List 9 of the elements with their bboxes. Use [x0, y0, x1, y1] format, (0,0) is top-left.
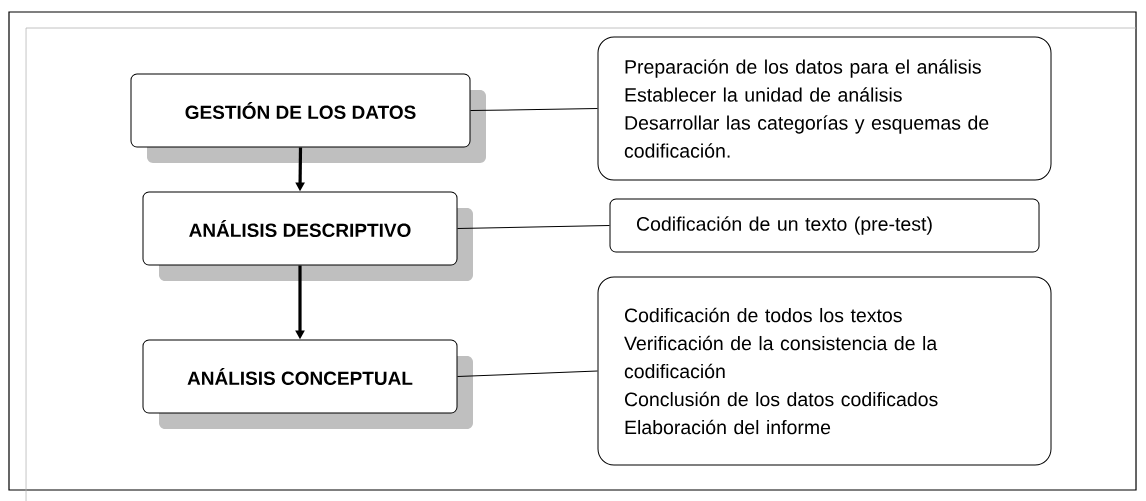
note-box: Preparación de los datos para el análisis Establecer la unidad de análisis Desarrollar las categorías y esquemas de codificación.: [597, 36, 1052, 181]
process-box: ANÁLISIS DESCRIPTIVO: [142, 191, 473, 281]
connector-line: [470, 108, 598, 111]
process-box: ANÁLISIS CONCEPTUAL: [142, 339, 473, 429]
connector-line: [457, 370, 598, 377]
connector-line: [457, 225, 610, 229]
process-box: GESTIÓN DE LOS DATOS: [130, 73, 486, 163]
note-box: Codificación de todos los textos Verificación de la consistencia de la codificación Conclusión de los datos codificados Elaboración del informe: [597, 276, 1052, 466]
note-box: Codificación de un texto (pre-test): [609, 198, 1040, 253]
